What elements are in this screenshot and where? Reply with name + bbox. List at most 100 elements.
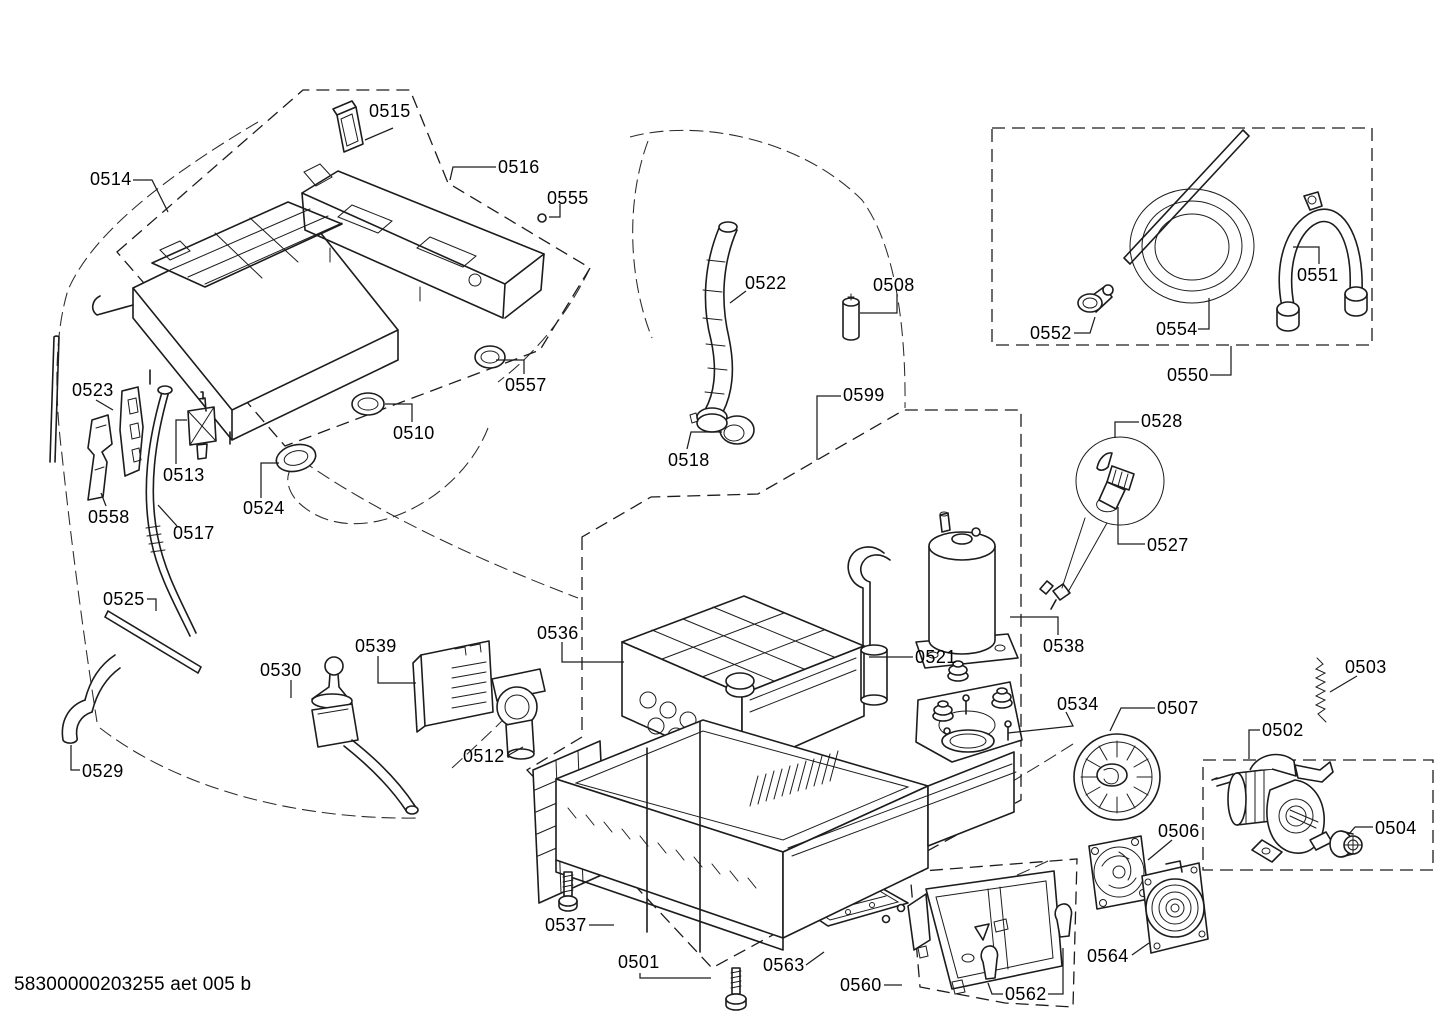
drawing-number: 58300000203255 aet 005 b <box>14 974 252 995</box>
part-0504-roller <box>1329 830 1363 858</box>
part-label-0512: 0512 <box>463 746 505 766</box>
leader-line-0523 <box>95 399 114 411</box>
leader-line-0510 <box>385 403 413 422</box>
group-outline-group-0514-0516 <box>116 89 591 447</box>
part-label-0562: 0562 <box>1005 984 1047 1004</box>
leader-line-0507 <box>1109 707 1155 732</box>
leader-line-0534 <box>1007 711 1074 734</box>
leader-line-0536 <box>561 642 624 663</box>
alignment-dash-line <box>497 267 591 383</box>
alignment-dash-line <box>632 140 653 339</box>
part-label-0563: 0563 <box>763 955 805 975</box>
leader-line-0522 <box>729 290 747 304</box>
leader-line-0514 <box>133 179 169 213</box>
part-label-0558: 0558 <box>88 507 130 527</box>
part-0552-nozzle <box>1077 284 1114 313</box>
part-label-0536: 0536 <box>537 623 579 643</box>
part-0501-base-assembly <box>532 719 1017 953</box>
part-label-0527: 0527 <box>1147 535 1189 555</box>
leader-line-0562 <box>1048 948 1064 995</box>
leader-line-0564 <box>1131 942 1150 956</box>
part-0551-clamp <box>1276 191 1368 332</box>
group-outline-group-0550 <box>991 127 1373 346</box>
part-0530-funnel <box>311 656 419 815</box>
leader-line-0555 <box>549 204 561 218</box>
leader-line-0563 <box>805 951 825 966</box>
alignment-dash-line <box>287 427 489 525</box>
leader-line-0508 <box>860 294 898 314</box>
part-label-0516: 0516 <box>498 157 540 177</box>
leader-line-0515 <box>364 127 394 141</box>
part-label-0510: 0510 <box>393 423 435 443</box>
alignment-dash-line <box>99 727 421 819</box>
part-label-0530: 0530 <box>260 660 302 680</box>
part-0523-bracket <box>119 386 144 477</box>
leader-line-0529 <box>70 745 80 771</box>
part-label-0522: 0522 <box>745 273 787 293</box>
part-0513-valve <box>187 391 217 460</box>
part-label-0550: 0550 <box>1167 365 1209 385</box>
part-label-0524: 0524 <box>243 498 285 518</box>
leader-line-0506 <box>1147 839 1173 861</box>
part-0521-pipe-assembly <box>847 546 891 706</box>
leader-line-0524 <box>260 462 279 498</box>
part-label-0517: 0517 <box>173 523 215 543</box>
part-0506-fan-frame <box>1088 835 1150 910</box>
part-0562-caps <box>980 903 1073 980</box>
part-label-0513: 0513 <box>163 465 205 485</box>
part-label-0523: 0523 <box>72 380 114 400</box>
group-outline-group-0599-main-assembly <box>525 409 1022 969</box>
part-label-0552: 0552 <box>1030 323 1072 343</box>
part-0507-blower-wheel <box>1073 733 1161 821</box>
part-0529-hose <box>61 654 121 744</box>
leader-line-0538 <box>1010 616 1059 635</box>
part-label-0538: 0538 <box>1043 636 1085 656</box>
part-0564-fan-housing <box>1141 860 1209 954</box>
part-label-0557: 0557 <box>505 375 547 395</box>
part-0517-hose <box>145 385 197 637</box>
part-label-0560: 0560 <box>840 975 882 995</box>
leader-line-0512 <box>506 746 524 757</box>
rubber-grommets <box>932 660 1013 722</box>
part-label-0507: 0507 <box>1157 698 1199 718</box>
part-0512-pump <box>491 668 546 760</box>
part-label-0502: 0502 <box>1262 720 1304 740</box>
part-base-screw <box>725 967 747 1011</box>
part-label-0537: 0537 <box>545 915 587 935</box>
part-0510-seal-ring <box>351 392 385 416</box>
leader-line-0501 <box>639 973 711 979</box>
leader-line-0502 <box>1248 729 1260 759</box>
part-0557-seal-ring <box>474 345 506 369</box>
part-0525-tube <box>104 610 202 674</box>
leader-line-0518 <box>686 431 722 450</box>
alignment-dash-line <box>629 129 906 409</box>
leader-line-0562 <box>987 982 1003 995</box>
part-label-0521: 0521 <box>915 647 957 667</box>
group-outline-group-0560 <box>909 858 1078 1008</box>
part-label-0515: 0515 <box>369 101 411 121</box>
part-label-0506: 0506 <box>1158 821 1200 841</box>
part-label-0529: 0529 <box>82 761 124 781</box>
alignment-dash-line <box>56 121 259 723</box>
part-label-0528: 0528 <box>1141 411 1183 431</box>
part-0539-mounting-bracket <box>412 640 494 733</box>
part-label-0508: 0508 <box>873 275 915 295</box>
leader-line-0527 <box>1117 507 1145 545</box>
part-0558-bracket <box>87 414 113 501</box>
leader-line-0516 <box>449 166 496 181</box>
part-0516-module-holder <box>301 163 545 319</box>
part-label-0551: 0551 <box>1297 265 1339 285</box>
part-0538-compressor <box>915 511 1019 669</box>
part-0515-clip <box>332 100 364 153</box>
part-label-0554: 0554 <box>1156 319 1198 339</box>
leader-line-0503 <box>1329 675 1358 693</box>
part-ntc-sensor-small <box>1039 580 1071 610</box>
leader-line-0554 <box>1198 298 1210 330</box>
part-0534-mount-plate <box>915 660 1023 763</box>
part-label-0504: 0504 <box>1375 818 1417 838</box>
part-0508-capacitor <box>842 293 860 341</box>
alignment-dash-line <box>284 447 579 599</box>
part-0555-cap <box>537 213 547 223</box>
